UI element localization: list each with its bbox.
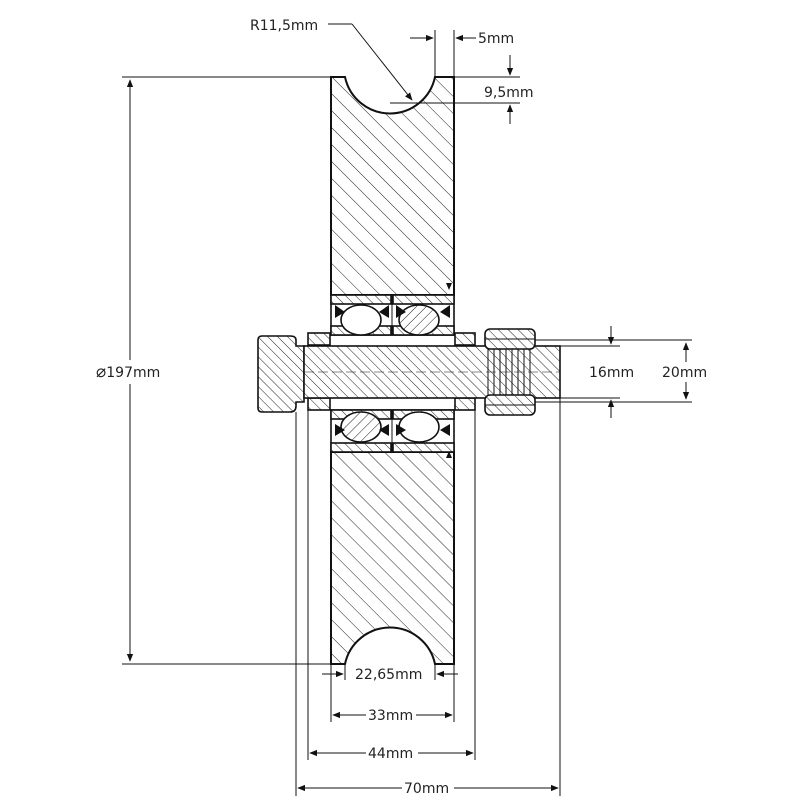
label-groove-radius: R11,5mm — [250, 18, 318, 34]
label-wheel-width: 33mm — [368, 708, 413, 724]
wheel-body — [330, 76, 455, 665]
hex-nut — [484, 328, 536, 416]
label-nut-width: 20mm — [662, 365, 707, 381]
bearing-upper — [330, 294, 455, 336]
dimension-labels: R11,5mm 5mm 9,5mm ⌀197mm 16mm 20mm 22,65… — [94, 14, 712, 797]
label-hub-width: 44mm — [368, 746, 413, 762]
ball-upper-right — [398, 304, 440, 336]
label-groove-depth: 9,5mm — [484, 85, 534, 101]
ball-upper-left — [340, 304, 382, 336]
ball-lower-left — [340, 411, 382, 443]
label-rim-width: 5mm — [478, 31, 514, 47]
ball-lower-right — [398, 411, 440, 443]
bearing-lower — [330, 409, 455, 453]
axle-bolt — [257, 335, 561, 413]
dimension-lines — [122, 23, 692, 796]
label-axle-diameter: 16mm — [589, 365, 634, 381]
label-groove-width: 22,65mm — [355, 667, 422, 683]
label-overall-width: 70mm — [404, 781, 449, 797]
label-outer-diameter: ⌀197mm — [96, 362, 160, 382]
spacer-washers — [307, 332, 476, 411]
